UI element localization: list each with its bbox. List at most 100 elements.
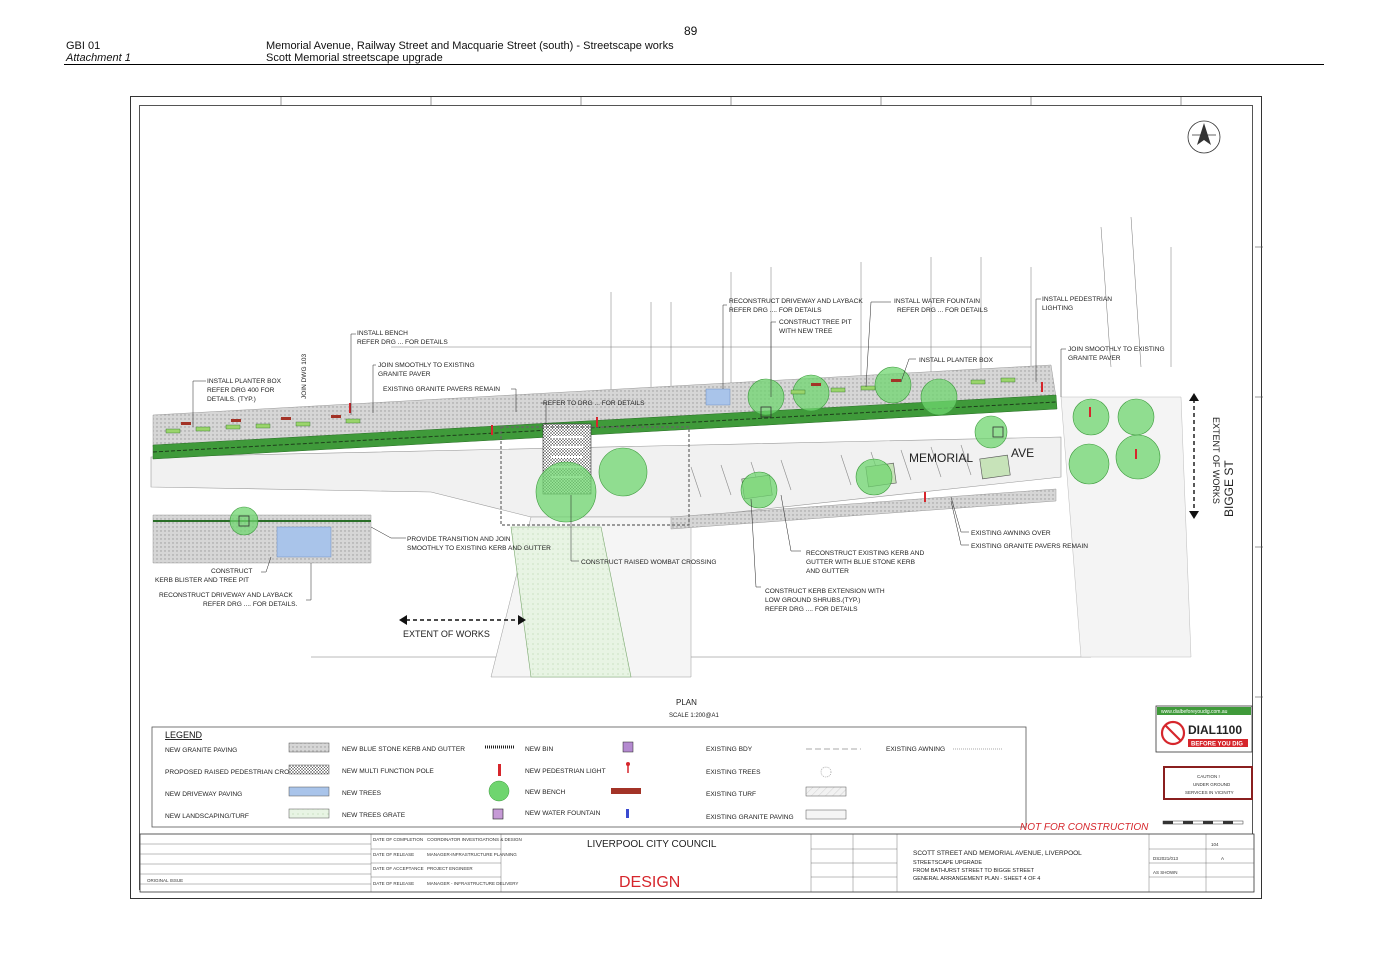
callout-27: LOW GROUND SHRUBS.(TYP.): [765, 597, 861, 604]
callout-12: WITH NEW TREE: [779, 328, 833, 335]
legend-item-14: EXISTING TURF: [706, 791, 756, 798]
plan-scale: SCALE 1:200@A1: [669, 713, 719, 719]
project-engineer: PROJECT ENGINEER: [427, 866, 473, 871]
benches: [181, 379, 901, 425]
issue: A: [1221, 856, 1224, 861]
north-kerb-line: [152, 401, 1057, 453]
street-label-memorial: MEMORIAL: [909, 451, 973, 465]
dial-number: DIAL1100: [1188, 723, 1242, 737]
legend-item-1: PROPOSED RAISED PEDESTRIAN CROSSING: [165, 769, 310, 776]
legend-item-8: NEW BIN: [525, 746, 553, 753]
callout-19: GRANITE PAVER: [1068, 355, 1121, 362]
dial-tagline: BEFORE YOU DIG: [1191, 742, 1243, 748]
date-of-release-2: DATE OF RELEASE: [373, 881, 414, 886]
drawing-title-1: SCOTT STREET AND MEMORIAL AVENUE, LIVERP…: [913, 850, 1082, 857]
date-of-acceptance: DATE OF ACCEPTANCE: [373, 866, 424, 871]
sw-driveway: [276, 526, 332, 558]
council-name: LIVERPOOL CITY COUNCIL: [587, 839, 717, 850]
legend-item-5: NEW MULTI FUNCTION POLE: [342, 768, 434, 775]
callout-31: CONSTRUCT: [211, 568, 252, 575]
callout-15: INSTALL PEDESTRIAN: [1042, 296, 1112, 303]
callout-9: RECONSTRUCT DRIVEWAY AND LAYBACK: [729, 298, 863, 305]
callout-34: REFER DRG .... FOR DETAILS.: [203, 601, 298, 608]
plan-callouts: INSTALL PLANTER BOX REFER DRG 400 FOR DE…: [155, 296, 1165, 613]
callout-0: INSTALL PLANTER BOX: [207, 378, 282, 385]
callout-18: JOIN SMOOTHLY TO EXISTING: [1068, 346, 1165, 353]
callout-4: REFER DRG ... FOR DETAILS: [357, 339, 448, 346]
north-driveway: [705, 388, 731, 406]
scale-value: AS SHOWN: [1153, 870, 1178, 875]
frame-ticks: [280, 97, 1263, 698]
header-ref: GBI 01: [66, 40, 101, 52]
callout-3: INSTALL BENCH: [357, 330, 408, 337]
callout-14: REFER DRG ... FOR DETAILS: [897, 307, 988, 314]
dial-site: www.dialbeforeyoudig.com.au: [1161, 709, 1228, 715]
coordinator: COORDINATOR INVESTIGATIONS & DESIGN: [427, 837, 522, 842]
legend-item-12: EXISTING BDY: [706, 746, 753, 753]
legend-item-6: NEW TREES: [342, 790, 382, 797]
callout-7: EXISTING GRANITE PAVERS REMAIN: [383, 386, 500, 393]
manager-delivery: MANAGER - INFRASTRUCTURE DELIVERY: [427, 881, 518, 886]
header-rule: [64, 64, 1324, 65]
bigge-street-surface: [1060, 396, 1192, 658]
south-footpath-paving: [670, 488, 1057, 530]
drawing-title-3: FROM BATHURST STREET TO BIGGE STREET: [913, 868, 1035, 874]
drawing-sheet: MEMORIAL AVE BIGGE ST EXTENT OF WORKS EX…: [130, 96, 1263, 899]
design-status: DESIGN: [619, 874, 680, 891]
pedestrian-lights: [349, 382, 1137, 502]
street-label-bigge: BIGGE ST: [1222, 460, 1236, 517]
leader-lines: [192, 298, 1066, 601]
page-number: 89: [684, 24, 698, 38]
legend-item-3: NEW LANDSCAPING/TURF: [165, 813, 249, 820]
callout-10: REFER DRG .... FOR DETAILS: [729, 307, 822, 314]
date-of-release: DATE OF RELEASE: [373, 852, 414, 857]
callout-5: JOIN SMOOTHLY TO EXISTING: [378, 362, 475, 369]
caution-box: CAUTION ! UNDER GROUND SERVICES IN VICIN…: [1163, 766, 1253, 800]
callout-11: CONSTRUCT TREE PIT: [779, 319, 852, 326]
date-of-completion: DATE OF COMPLETION: [373, 837, 423, 842]
north-arrow: [1187, 120, 1221, 154]
tree-grates: [238, 406, 1004, 527]
extent-label-bottom: EXTENT OF WORKS: [403, 629, 490, 639]
street-label-ave: AVE: [1011, 446, 1034, 460]
legend-item-9: NEW PEDESTRIAN LIGHT: [525, 768, 606, 775]
header-attachment: Attachment 1: [66, 52, 131, 64]
callout-2: DETAILS. (TYP.): [207, 396, 256, 403]
callout-13: INSTALL WATER FOUNTAIN: [894, 298, 980, 305]
callout-28: REFER DRG .... FOR DETAILS: [765, 606, 858, 613]
crossing-extent: [500, 426, 690, 526]
callout-16: LIGHTING: [1042, 305, 1073, 312]
property-boundaries: [311, 216, 1172, 658]
drawing-title-4: GENERAL ARRANGEMENT PLAN - SHEET 4 OF 4: [913, 876, 1040, 882]
planter-boxes: [165, 377, 1016, 434]
legend-item-15: EXISTING GRANITE PAVING: [706, 814, 794, 821]
extent-arrows: [399, 393, 1199, 625]
caution-line2: UNDER GROUND: [1193, 782, 1231, 787]
callout-30: EXISTING GRANITE PAVERS REMAIN: [971, 543, 1088, 550]
sw-footpath-paving: [152, 514, 372, 564]
legend-item-11: NEW WATER FOUNTAIN: [525, 810, 601, 817]
callout-22: CONSTRUCT RAISED WOMBAT CROSSING: [581, 559, 717, 566]
manager-planning: MANAGER-INFRASTRUCTURE PLANNING: [427, 852, 517, 857]
not-for-construction: NOT FOR CONSTRUCTION: [1020, 822, 1149, 833]
drawing-title-2: STREETSCAPE UPGRADE: [913, 860, 982, 866]
callout-21: SMOOTHLY TO EXISTING KERB AND GUTTER: [407, 545, 551, 552]
callout-24: GUTTER WITH BLUE STONE KERB: [806, 559, 916, 566]
callout-32: KERB BLISTER AND TREE PIT: [155, 577, 249, 584]
callout-23: RECONSTRUCT EXISTING KERB AND: [806, 550, 924, 557]
plan-drawing: MEMORIAL AVE BIGGE ST EXTENT OF WORKS EX…: [139, 97, 1263, 893]
title-block: ORIGINAL ISSUE DATE OF COMPLETION DATE O…: [139, 833, 1255, 893]
callout-1: REFER DRG 400 FOR: [207, 387, 275, 394]
drawing-no: 104: [1211, 842, 1219, 847]
legend: LEGEND NEW GRANITE PAVING PROPOSED RAISE…: [151, 726, 1027, 828]
callout-29: EXISTING AWNING OVER: [971, 530, 1051, 537]
new-trees: [229, 366, 1161, 536]
header-subtitle: Scott Memorial streetscape upgrade: [266, 52, 443, 64]
caution-line3: SERVICES IN VICINITY: [1185, 790, 1234, 795]
caution-line1: CAUTION !: [1197, 774, 1220, 779]
callout-25: AND GUTTER: [806, 568, 849, 575]
job-no: DS2021/013: [1153, 856, 1179, 861]
plan-title: PLAN: [676, 698, 697, 707]
legend-item-10: NEW BENCH: [525, 789, 566, 796]
callout-6: GRANITE PAVER: [378, 371, 431, 378]
